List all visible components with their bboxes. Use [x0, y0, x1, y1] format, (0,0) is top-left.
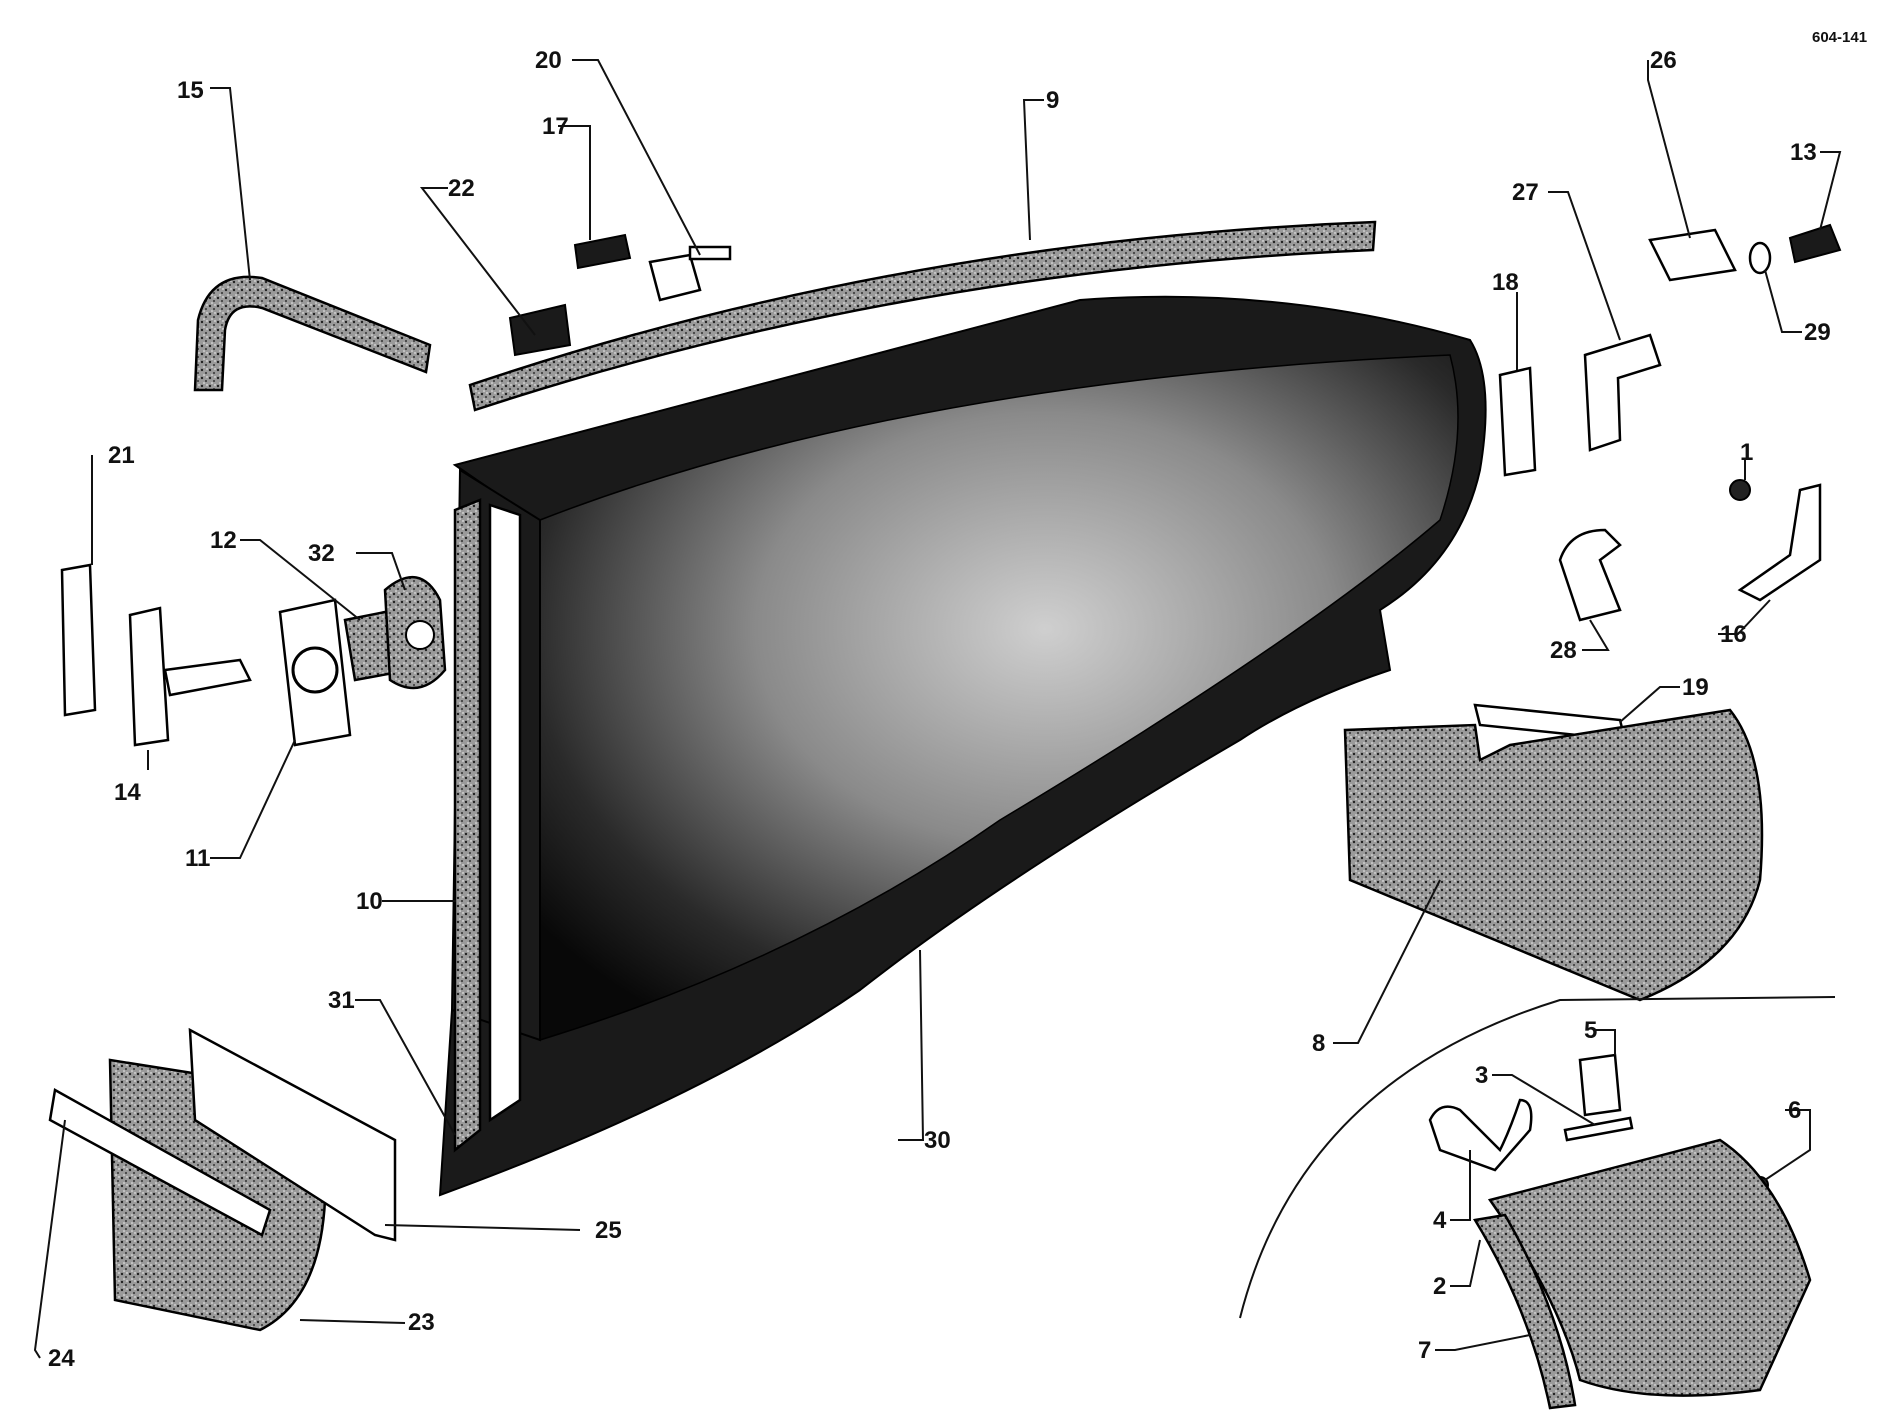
callout-25: 25 — [595, 1217, 622, 1244]
striker-14 — [128, 606, 170, 747]
window-seal-strip — [468, 220, 1377, 412]
callout-9: 9 — [1046, 87, 1059, 114]
callout-29: 29 — [1804, 319, 1831, 346]
plate-18 — [1498, 366, 1537, 477]
bracket-22 — [508, 303, 572, 357]
callout-27: 27 — [1512, 179, 1539, 206]
plate-17 — [573, 233, 632, 270]
callout-12: 12 — [210, 527, 237, 554]
washer-29 — [1748, 241, 1772, 275]
rail-24 — [48, 1088, 272, 1237]
door-panel — [438, 295, 1487, 1197]
callout-32: 32 — [308, 540, 335, 567]
trim-panel-8 — [1343, 708, 1764, 1002]
inset-divider — [1239, 996, 1836, 1319]
striker-pin-20-shaft — [688, 245, 732, 261]
callout-20: 20 — [535, 47, 562, 74]
callout-5: 5 — [1584, 1017, 1597, 1044]
callout-4: 4 — [1433, 1207, 1447, 1234]
striker-14-pin — [163, 658, 252, 697]
callout-30: 30 — [924, 1127, 951, 1154]
door-seal-strip — [453, 498, 522, 1153]
clip-28 — [1558, 528, 1622, 622]
hinge-plate-5 — [1578, 1053, 1622, 1117]
striker-pin-20 — [648, 253, 702, 302]
strap-16 — [1737, 483, 1822, 602]
screw-1 — [1729, 479, 1751, 501]
callout-22: 22 — [448, 175, 475, 202]
hinge-plate-21 — [60, 563, 97, 717]
cover-lid-2 — [1487, 1138, 1812, 1397]
callout-8: 8 — [1312, 1030, 1325, 1057]
callout-1: 1 — [1740, 439, 1753, 466]
callout-23: 23 — [408, 1309, 435, 1336]
callout-14: 14 — [114, 779, 141, 806]
callout-21: 21 — [108, 442, 135, 469]
callout-18: 18 — [1492, 269, 1519, 296]
callout-13: 13 — [1790, 139, 1817, 166]
callout-19: 19 — [1682, 674, 1709, 701]
callout-10: 10 — [356, 888, 383, 915]
callout-7: 7 — [1418, 1337, 1431, 1364]
gasket-32-hole — [405, 620, 435, 650]
leader-lines — [33, 59, 1842, 1359]
callout-15: 15 — [177, 77, 204, 104]
bolt-13 — [1788, 223, 1842, 264]
callout-31: 31 — [328, 987, 355, 1014]
bracket-26 — [1648, 228, 1737, 282]
callout-11: 11 — [185, 845, 210, 872]
weatherstrip-hook — [193, 275, 432, 392]
callout-labels: 15 20 17 22 9 26 13 27 29 18 21 12 32 1 … — [48, 47, 1831, 1372]
pin-3 — [1563, 1116, 1634, 1142]
callout-16: 16 — [1720, 621, 1747, 648]
callout-2: 2 — [1433, 1273, 1446, 1300]
callout-17: 17 — [542, 113, 569, 140]
seal-strip-7 — [1472, 1213, 1577, 1410]
spring-4 — [1428, 1098, 1533, 1172]
callout-28: 28 — [1550, 637, 1577, 664]
lock-plate-11-hole — [291, 646, 339, 694]
reference-code: 604-141 — [1812, 29, 1867, 46]
callout-24: 24 — [48, 1345, 75, 1372]
callout-26: 26 — [1650, 47, 1677, 74]
callout-3: 3 — [1475, 1062, 1488, 1089]
callout-6: 6 — [1788, 1097, 1801, 1124]
bracket-27 — [1583, 333, 1662, 452]
plate-25 — [188, 1027, 397, 1242]
